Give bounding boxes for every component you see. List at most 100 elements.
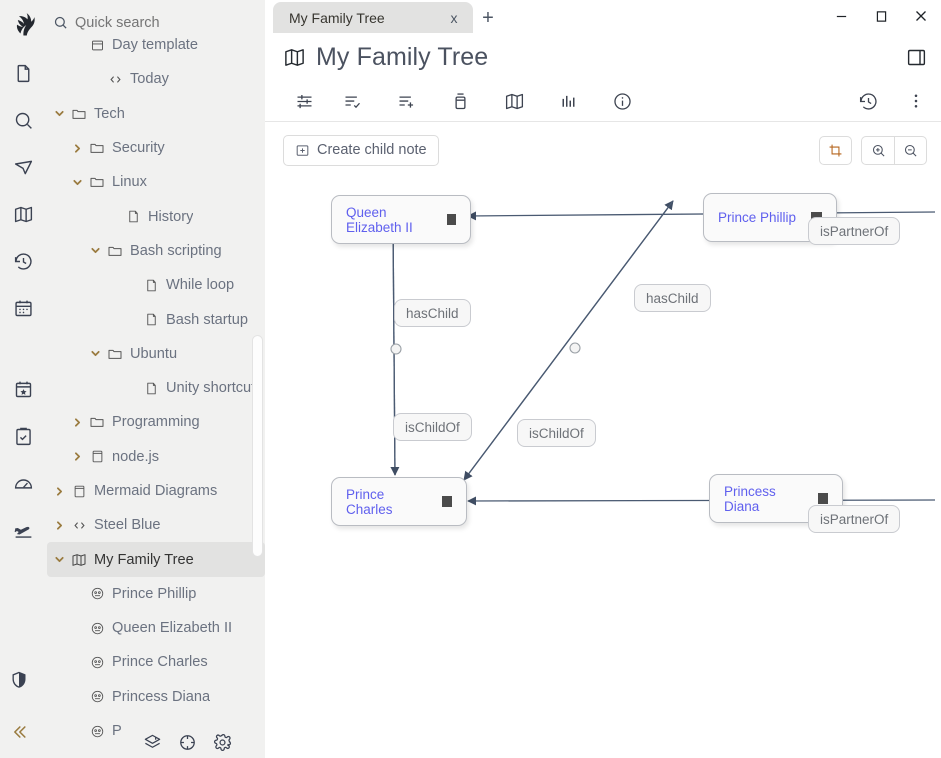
note-icon[interactable] [5, 50, 43, 97]
relation-icon [86, 689, 108, 704]
tree-item-history[interactable]: History [47, 199, 265, 233]
add-attribute-icon[interactable] [379, 84, 433, 118]
note-header: My Family Tree [265, 33, 941, 81]
shield-icon[interactable] [0, 654, 38, 706]
calendar-star-icon[interactable] [5, 366, 43, 413]
collapse-icon[interactable] [0, 706, 38, 758]
right-panel-icon[interactable] [906, 47, 927, 68]
edge-label-isPartnerOf[interactable]: isPartnerOf [808, 217, 901, 245]
node-resize-handle[interactable] [818, 493, 828, 504]
zoom-in-icon[interactable] [861, 135, 894, 165]
tree-item-while-loop[interactable]: While loop [47, 268, 265, 302]
tree-item-bash-scripting[interactable]: Bash scripting [47, 234, 265, 268]
chevron-down-icon[interactable] [51, 554, 68, 565]
rail-icon-list [5, 50, 43, 554]
create-child-note-button[interactable]: Create child note [283, 134, 439, 166]
sidebar-float-buttons [143, 733, 232, 752]
fit-to-view-icon[interactable] [819, 135, 852, 165]
note-revisions-icon[interactable] [847, 84, 889, 118]
tree-item-label: Prince Charles [112, 654, 208, 671]
left-icon-rail [0, 0, 47, 758]
tab-my-family-tree[interactable]: My Family Tree x [273, 2, 473, 33]
tree-item-p[interactable]: P [47, 714, 265, 748]
graph-node-qe2[interactable]: Queen Elizabeth II [331, 195, 471, 244]
tree-item-queen-elizabeth-ii[interactable]: Queen Elizabeth II [47, 611, 265, 645]
maximize-button[interactable] [861, 0, 901, 32]
tree-item-node-js[interactable]: node.js [47, 440, 265, 474]
tree-item-bash-startup[interactable]: Bash startup [47, 302, 265, 336]
send-icon[interactable] [5, 144, 43, 191]
recent-changes-icon[interactable] [5, 238, 43, 285]
context-menu-icon[interactable] [905, 84, 927, 118]
chevron-down-icon[interactable] [51, 108, 68, 119]
tree-item-day-template[interactable]: Day template [47, 28, 265, 62]
search-input[interactable] [75, 14, 235, 31]
tree-item-today[interactable]: Today [47, 62, 265, 96]
note-icon [140, 312, 162, 327]
tree-item-security[interactable]: Security [47, 131, 265, 165]
tree-item-unity-shortcuts[interactable]: Unity shortcuts [47, 371, 265, 405]
tree-item-mermaid-diagrams[interactable]: Mermaid Diagrams [47, 474, 265, 508]
chevron-right-icon[interactable] [69, 143, 86, 154]
node-resize-handle[interactable] [447, 214, 456, 225]
zoom-out-icon[interactable] [894, 135, 927, 165]
note-paths-icon[interactable] [433, 84, 487, 118]
tree-item-my-family-tree[interactable]: My Family Tree [47, 542, 265, 577]
gauge-icon[interactable] [5, 460, 43, 507]
note-map-icon[interactable] [487, 84, 541, 118]
new-tab-button[interactable]: + [482, 6, 494, 29]
tree-item-tech[interactable]: Tech [47, 97, 265, 131]
target-icon[interactable] [178, 733, 197, 752]
tree-item-prince-phillip[interactable]: Prince Phillip [47, 577, 265, 611]
chevron-right-icon[interactable] [51, 520, 68, 531]
owned-attributes-icon[interactable] [325, 84, 379, 118]
quick-search-bar [47, 0, 265, 45]
tree-item-prince-charles[interactable]: Prince Charles [47, 645, 265, 679]
gear-icon[interactable] [213, 733, 232, 752]
tree-item-steel-blue[interactable]: Steel Blue [47, 508, 265, 542]
folder-icon [86, 174, 108, 190]
minimize-button[interactable] [821, 0, 861, 32]
app-logo-icon [7, 8, 41, 42]
calendar-icon[interactable] [5, 285, 43, 332]
graph-node-diana[interactable]: Princess Diana [709, 474, 843, 523]
graph-node-label: Prince Charles [346, 486, 393, 517]
tree-item-linux[interactable]: Linux [47, 165, 265, 199]
chevron-right-icon[interactable] [69, 451, 86, 462]
book-icon [86, 449, 108, 464]
page-title[interactable]: My Family Tree [316, 42, 489, 71]
tree-item-programming[interactable]: Programming [47, 405, 265, 439]
ribbon-right-group [847, 84, 927, 118]
chevron-right-icon[interactable] [69, 417, 86, 428]
sidebar-scrollbar[interactable] [252, 335, 263, 557]
note-info-icon[interactable] [541, 84, 595, 118]
chevron-down-icon[interactable] [87, 348, 104, 359]
folder-icon [104, 346, 126, 362]
edge-label-isChildOf[interactable]: isChildOf [393, 413, 472, 441]
chevron-down-icon[interactable] [87, 245, 104, 256]
info-icon[interactable] [595, 84, 649, 118]
clipboard-check-icon[interactable] [5, 413, 43, 460]
graph-node-charles[interactable]: Prince Charles [331, 477, 467, 526]
tree-item-label: Ubuntu [130, 345, 178, 362]
edge-label-hasChild[interactable]: hasChild [634, 284, 711, 312]
plane-icon[interactable] [5, 507, 43, 554]
layers-icon[interactable] [143, 733, 162, 752]
tree-item-princess-diana[interactable]: Princess Diana [47, 680, 265, 714]
edge-label-isPartnerOf[interactable]: isPartnerOf [808, 505, 901, 533]
chevron-down-icon[interactable] [69, 177, 86, 188]
edge-label-hasChild[interactable]: hasChild [394, 299, 471, 327]
map-icon[interactable] [5, 191, 43, 238]
close-icon[interactable]: x [450, 9, 458, 26]
basic-properties-icon[interactable] [283, 84, 325, 118]
close-button[interactable] [901, 0, 941, 32]
tree-item-ubuntu[interactable]: Ubuntu [47, 337, 265, 371]
edge-label-isChildOf[interactable]: isChildOf [517, 419, 596, 447]
node-resize-handle[interactable] [441, 496, 452, 507]
map-icon[interactable] [283, 46, 306, 69]
edge-phillip-isChildOf-charles [463, 200, 674, 481]
search-icon[interactable] [5, 97, 43, 144]
chevron-right-icon[interactable] [51, 486, 68, 497]
